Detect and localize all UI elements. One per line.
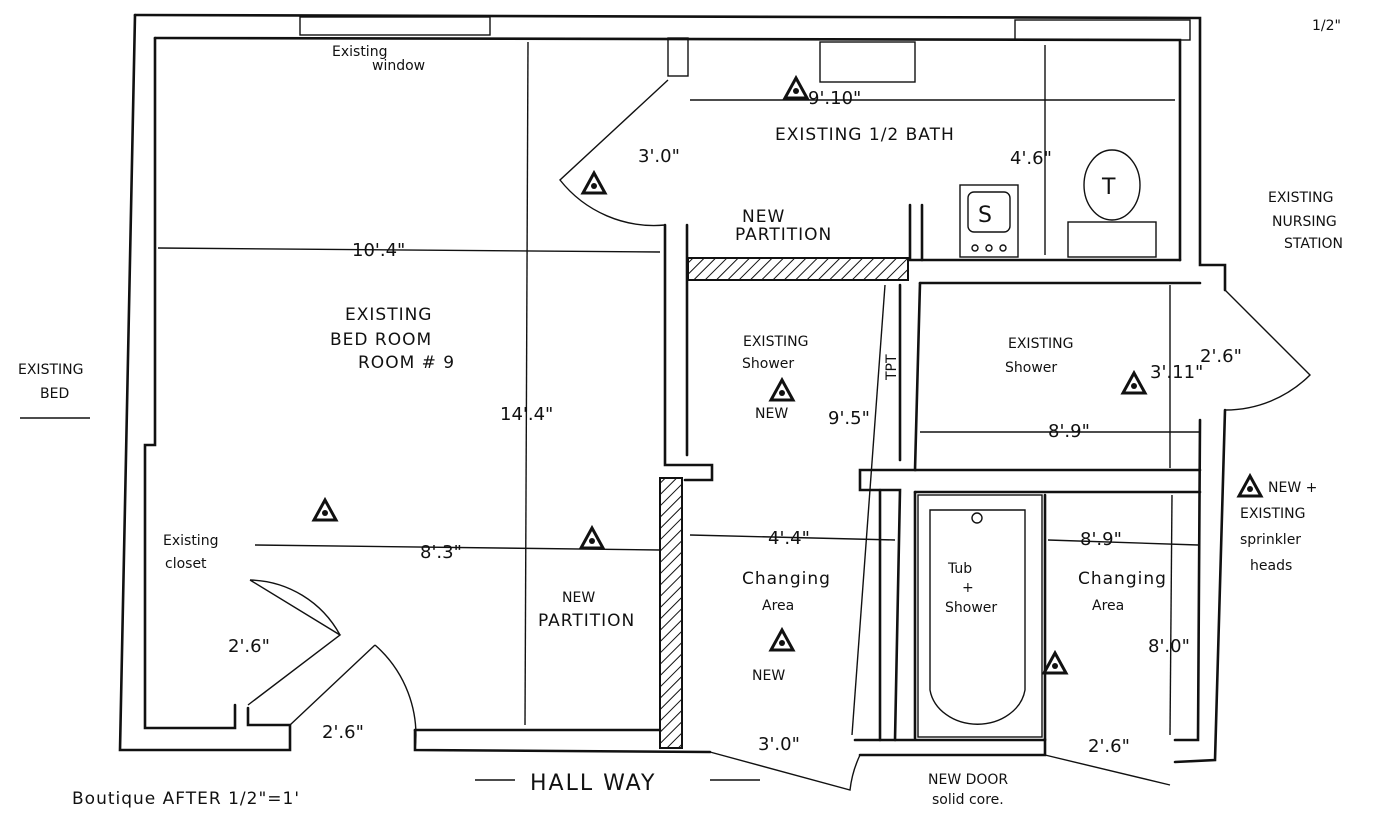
- dim-bedroom-depth: 14'.4": [500, 404, 553, 425]
- tub-label: +: [962, 580, 974, 596]
- window-label: Existing: [332, 44, 387, 60]
- changing-right-label: Area: [1092, 598, 1124, 614]
- bedroom-label: BED ROOM: [330, 330, 432, 350]
- bedroom-label: EXISTING: [345, 305, 432, 325]
- new-partition-bottom: [659, 477, 683, 749]
- toilet: T: [1067, 149, 1157, 258]
- dim-shower-right-width: 8'.9": [1048, 421, 1090, 442]
- new-partition-top: [687, 257, 909, 281]
- shower-right-label: Shower: [1005, 360, 1057, 376]
- new-partition-label: PARTITION: [735, 225, 832, 245]
- existing-bed-label: EXISTING: [18, 362, 83, 378]
- dim-closet-door: 2'.6": [228, 636, 270, 657]
- dim-changing-left-door: 3'.0": [758, 734, 800, 755]
- bedroom-label: ROOM # 9: [358, 353, 455, 373]
- dim-bath-depth: 4'.6": [1010, 148, 1052, 169]
- windows: [299, 16, 1191, 83]
- shower-left-label: Shower: [742, 356, 794, 372]
- nursing-station-label: STATION: [1284, 236, 1343, 252]
- tub-label: Tub: [947, 561, 972, 577]
- dim-bedroom-door: 2'.6": [322, 722, 364, 743]
- toilet-label: T: [1101, 175, 1117, 200]
- closet-label: Existing: [163, 533, 218, 549]
- new-partition-label: NEW: [562, 590, 595, 606]
- changing-left-label: Changing: [742, 569, 831, 589]
- new-changing-label: NEW: [752, 668, 785, 684]
- dim-changing-right-width: 8'.9": [1080, 529, 1122, 550]
- tpt-label: TPT: [884, 354, 900, 381]
- dim-bath-width: 9'.10": [808, 88, 861, 109]
- sink: S: [959, 184, 1019, 258]
- changing-left-label: Area: [762, 598, 794, 614]
- half-bath-label: EXISTING 1/2 BATH: [775, 125, 955, 145]
- new-partition-label: NEW: [742, 207, 785, 227]
- dim-bedroom-width: 10'.4": [352, 240, 405, 261]
- existing-bed-label: BED: [40, 386, 69, 402]
- doors[interactable]: [247, 79, 1311, 791]
- drawing-title: Boutique AFTER 1/2"=1': [72, 789, 300, 809]
- dim-shower-right-depth: 3'.11": [1150, 362, 1203, 383]
- new-partition-label: PARTITION: [538, 611, 635, 631]
- bathtub: [917, 494, 1043, 738]
- new-shower-label: NEW: [755, 406, 788, 422]
- hallway-label: HALL WAY: [530, 771, 656, 796]
- new-door-label: NEW DOOR: [928, 772, 1008, 788]
- scale-mark: 1/2": [1312, 18, 1341, 34]
- nursing-station-label: NURSING: [1272, 214, 1337, 230]
- dim-shower-left-depth: 9'.5": [828, 408, 870, 429]
- tub-label: Shower: [945, 600, 997, 616]
- sprinkler-legend: sprinkler: [1240, 532, 1301, 548]
- dim-nursing-door: 2'.6": [1200, 346, 1242, 367]
- dim-changing-right-depth: 8'.0": [1148, 636, 1190, 657]
- dim-changing-left-width: 4'.4": [768, 528, 810, 549]
- dim-bath-door: 3'.0": [638, 146, 680, 167]
- sink-label: S: [978, 203, 994, 228]
- sprinkler-legend: EXISTING: [1240, 506, 1305, 522]
- shower-left-label: EXISTING: [743, 334, 808, 350]
- dim-changing-right-door: 2'.6": [1088, 736, 1130, 757]
- new-door-label: solid core.: [932, 792, 1004, 808]
- sprinkler-legend: NEW +: [1268, 480, 1317, 496]
- dim-bedroom-lower-width: 8'.3": [420, 542, 462, 563]
- window-label: window: [372, 58, 425, 74]
- shower-right-label: EXISTING: [1008, 336, 1073, 352]
- closet-label: closet: [165, 556, 207, 572]
- sprinkler-legend: heads: [1250, 558, 1292, 574]
- nursing-station-label: EXISTING: [1268, 190, 1333, 206]
- interior-walls: [663, 203, 1202, 742]
- changing-right-label: Changing: [1078, 569, 1167, 589]
